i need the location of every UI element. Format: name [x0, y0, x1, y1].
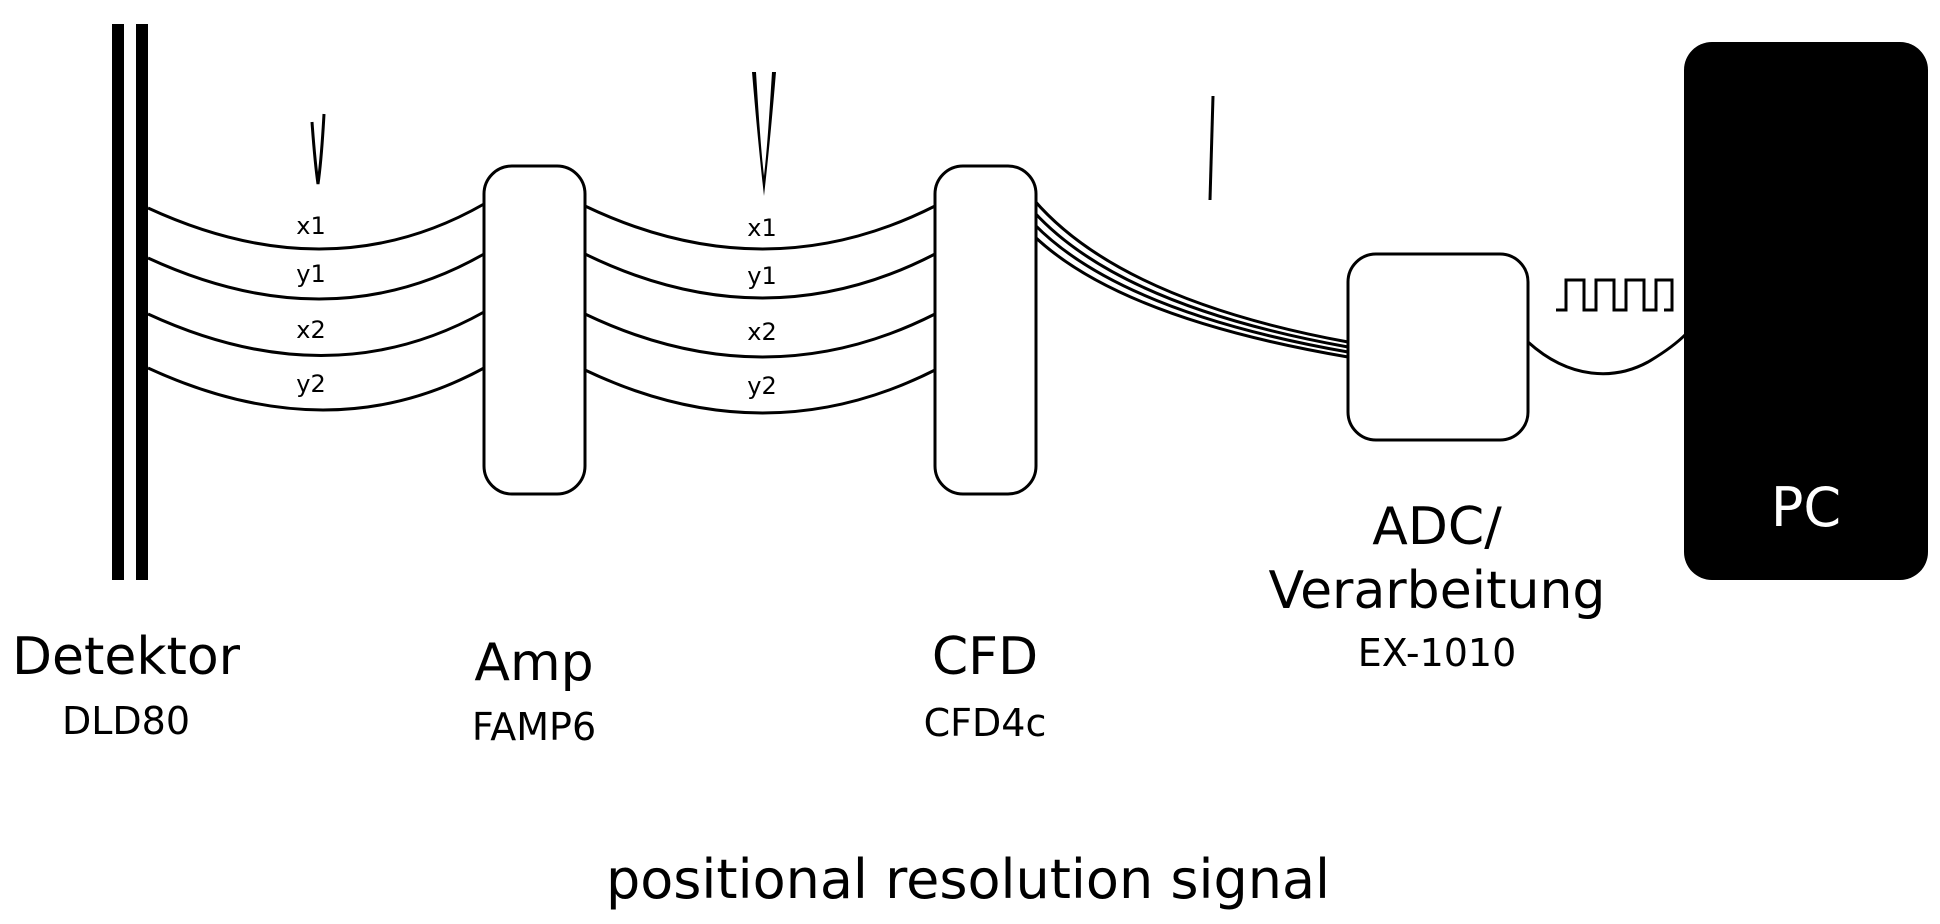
bundle-wire-3 — [1032, 222, 1349, 354]
channel-label-x1: x1 — [747, 214, 776, 242]
channel-label-y2: y2 — [296, 370, 325, 398]
channel-label-x2: x2 — [296, 316, 325, 344]
wire-y1-detector-amp — [147, 252, 485, 301]
wire-y1-amp-cfd — [584, 252, 936, 300]
adc-box — [1346, 252, 1530, 442]
pulse-amplified-icon — [752, 72, 776, 196]
channel-label-y1: y1 — [296, 260, 325, 288]
square-wave-icon — [1556, 278, 1674, 312]
amp-model: FAMP6 — [472, 705, 596, 749]
channel-labels-amp-cfd: x1 y1 x2 y2 — [747, 214, 776, 400]
channel-labels-detector-amp: x1 y1 x2 y2 — [296, 212, 325, 398]
bundle-wire-1 — [1032, 199, 1349, 344]
wires-amp-to-cfd — [584, 204, 936, 415]
wire-x1-detector-amp — [147, 202, 485, 251]
detector-model: DLD80 — [62, 699, 190, 743]
wire-y2-detector-amp — [147, 366, 485, 412]
bundle-wire-2 — [1032, 210, 1349, 349]
wire-x2-detector-amp — [147, 310, 485, 357]
channel-label-y2: y2 — [747, 372, 776, 400]
channel-label-x2: x2 — [747, 318, 776, 346]
cfd-title: CFD — [932, 627, 1038, 687]
pulse-small-icon — [310, 113, 326, 185]
wire-x2-amp-cfd — [584, 312, 936, 359]
pc-box — [1684, 42, 1928, 580]
wires-detector-to-amp — [147, 202, 485, 412]
detector-title: Detektor — [12, 627, 241, 687]
amp-box — [482, 164, 587, 496]
wire-y2-amp-cfd — [584, 368, 936, 415]
bundle-wire-4 — [1032, 234, 1349, 359]
adc-title-line2: Verarbeitung — [1269, 561, 1606, 621]
wire-adc-to-pc — [1526, 332, 1688, 376]
detector-plates — [112, 24, 148, 580]
wire-bundle-cfd-to-adc — [1032, 199, 1349, 359]
amp-title: Amp — [474, 633, 593, 693]
cfd-box — [933, 164, 1038, 496]
adc-title-line1: ADC/ — [1372, 497, 1502, 557]
pc-label: PC — [1771, 476, 1841, 539]
diagram-caption: positional resolution signal — [606, 848, 1330, 911]
pulse-logic-icon — [1208, 95, 1215, 201]
wire-x1-amp-cfd — [584, 204, 936, 251]
detector-plate-outer — [112, 24, 124, 580]
cfd-model: CFD4c — [924, 701, 1047, 745]
channel-label-x1: x1 — [296, 212, 325, 240]
adc-model: EX-1010 — [1358, 631, 1517, 675]
channel-label-y1: y1 — [747, 262, 776, 290]
detector-plate-inner — [136, 24, 148, 580]
